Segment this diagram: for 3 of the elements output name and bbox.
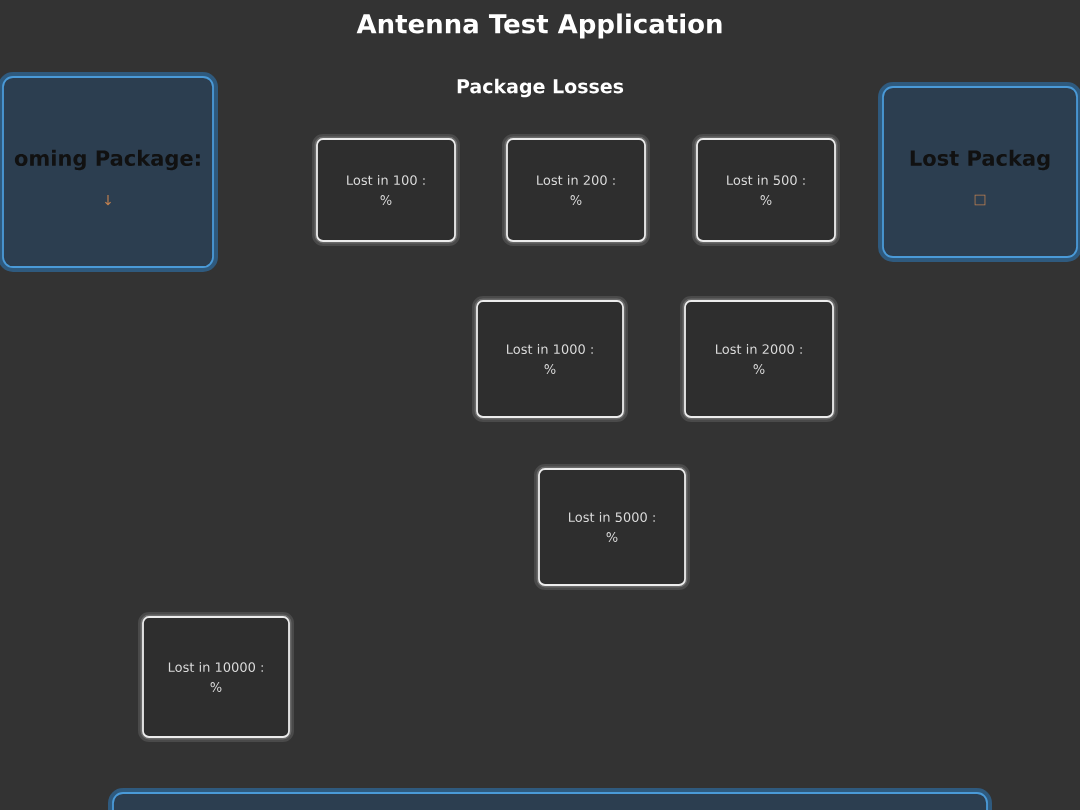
empty-panel bbox=[108, 788, 992, 810]
title: Antenna Test Application bbox=[356, 13, 722, 39]
section-heading: Package Losses bbox=[457, 78, 624, 98]
